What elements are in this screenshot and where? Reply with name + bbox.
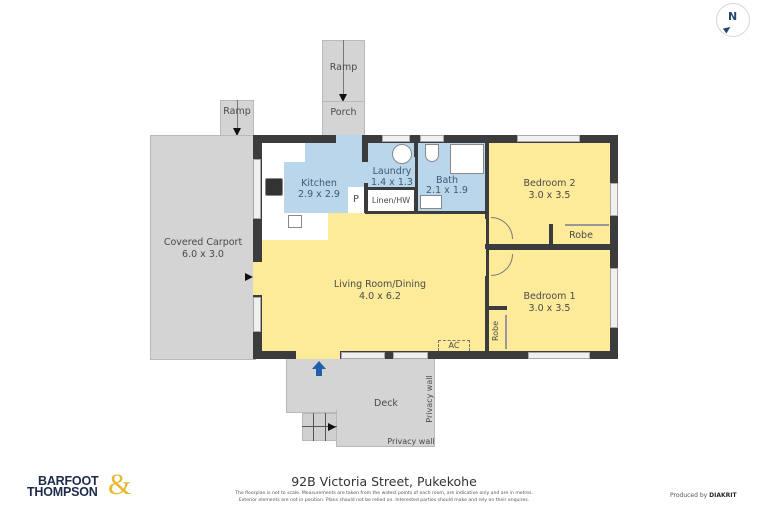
robe1-label: Robe [491,320,500,342]
bedroom-hall-wall-bottom [485,276,489,351]
privacy-wall-right-label: Privacy wall [425,375,434,423]
disclaimer-line2: Exterior elements are not in position. P… [238,498,530,503]
pantry-label: P [353,194,359,205]
window [253,297,261,332]
kitchen-size: 2.9 x 2.9 [298,189,340,200]
produced-by-brand: DIAKRIT [709,492,737,499]
disclaimer-line1: The floorplan is not to scale. Measureme… [235,491,533,496]
laundry-bath-wall [414,143,418,157]
window [420,135,444,142]
window [528,352,590,359]
step-line [325,413,326,441]
deck-door-opening [296,351,340,359]
bedroom-divider-wall [485,244,610,249]
barfoot-thompson-logo: BARFOOT THOMPSON [27,474,99,499]
step-line [302,426,337,427]
compass-arrow-icon [722,24,733,34]
linen-cupboard [368,190,414,212]
covered-carport [150,135,256,360]
logo-line2: THOMPSON [27,485,98,499]
deck-label: Deck [374,398,398,409]
wet-room-bottom-wall [365,211,486,214]
laundry-left-wall [364,143,368,155]
robe2-sliding-door [565,224,609,226]
deck-lower [336,410,435,447]
bedroom2-label: Bedroom 2 [523,178,576,189]
bedroom1-label: Bedroom 1 [523,291,576,302]
shower-icon [450,144,484,174]
linen-label: Linen/HW [371,196,411,205]
privacy-wall-bottom-label: Privacy wall [387,437,435,446]
robe1-wall [489,306,507,310]
kitchen-sink-icon [288,215,302,228]
bath-label: Bath [435,175,459,186]
produced-by: Produced by DIAKRIT [670,492,737,499]
robe1-sliding-door [505,315,507,349]
ac-label: AC [448,341,460,350]
robe2-label: Robe [569,230,593,241]
produced-by-prefix: Produced by [670,492,708,499]
porch-label: Porch [330,107,357,118]
pantry [348,187,364,213]
north-compass-icon: N [716,3,750,37]
bath-size: 2.1 x 1.9 [426,185,468,196]
logo-line1: BARFOOT [38,474,99,488]
toilet-icon [425,144,439,162]
laundry-label: Laundry [372,166,412,177]
main-entrance-arrow-icon [312,361,326,376]
laundry-tub-icon [392,144,412,164]
window [393,352,428,359]
kitchen-upper [305,143,362,165]
ramp-top-label: Ramp [329,62,358,73]
bedroom-hall-wall-top [485,143,489,219]
front-door-opening [336,135,362,143]
logo-ampersand: & [108,468,132,501]
window [610,268,618,328]
carport-size: 6.0 x 3.0 [182,249,224,260]
linen-bath-wall [414,187,418,213]
ramp-top-arrow-icon [339,94,347,102]
property-address: 92B Victoria Street, Pukekohe [291,474,477,489]
ramp-left-arrow-icon [233,128,241,136]
carport-label: Covered Carport [163,237,243,248]
ramp-left-line [237,100,238,130]
ramp-left-label: Ramp [223,106,251,117]
bath-vanity-icon [420,195,442,209]
ramp-top-line [343,40,344,96]
carport-door-opening [253,262,262,295]
window [253,159,261,219]
step-line [313,413,314,441]
bedroom2-size: 3.0 x 3.5 [528,190,571,201]
bedroom1-size: 3.0 x 3.5 [528,303,571,314]
laundry-left-wall-lower [364,183,368,213]
steps-arrow-icon [328,423,336,431]
living-room-size: 4.0 x 6.2 [359,291,401,302]
laundry-size: 1.4 x 1.3 [371,177,413,188]
robe2-wall [549,224,553,245]
compass-label: N [728,10,738,23]
living-room-label: Living Room/Dining [333,279,427,290]
carport-entry-arrow-icon [245,273,253,281]
window [610,183,618,216]
cooktop-icon [265,178,283,196]
window [382,135,410,142]
ac-unit [438,340,470,351]
window [341,352,385,359]
window [517,135,580,142]
kitchen-label: Kitchen [301,178,337,189]
bedroom-1 [489,250,610,351]
